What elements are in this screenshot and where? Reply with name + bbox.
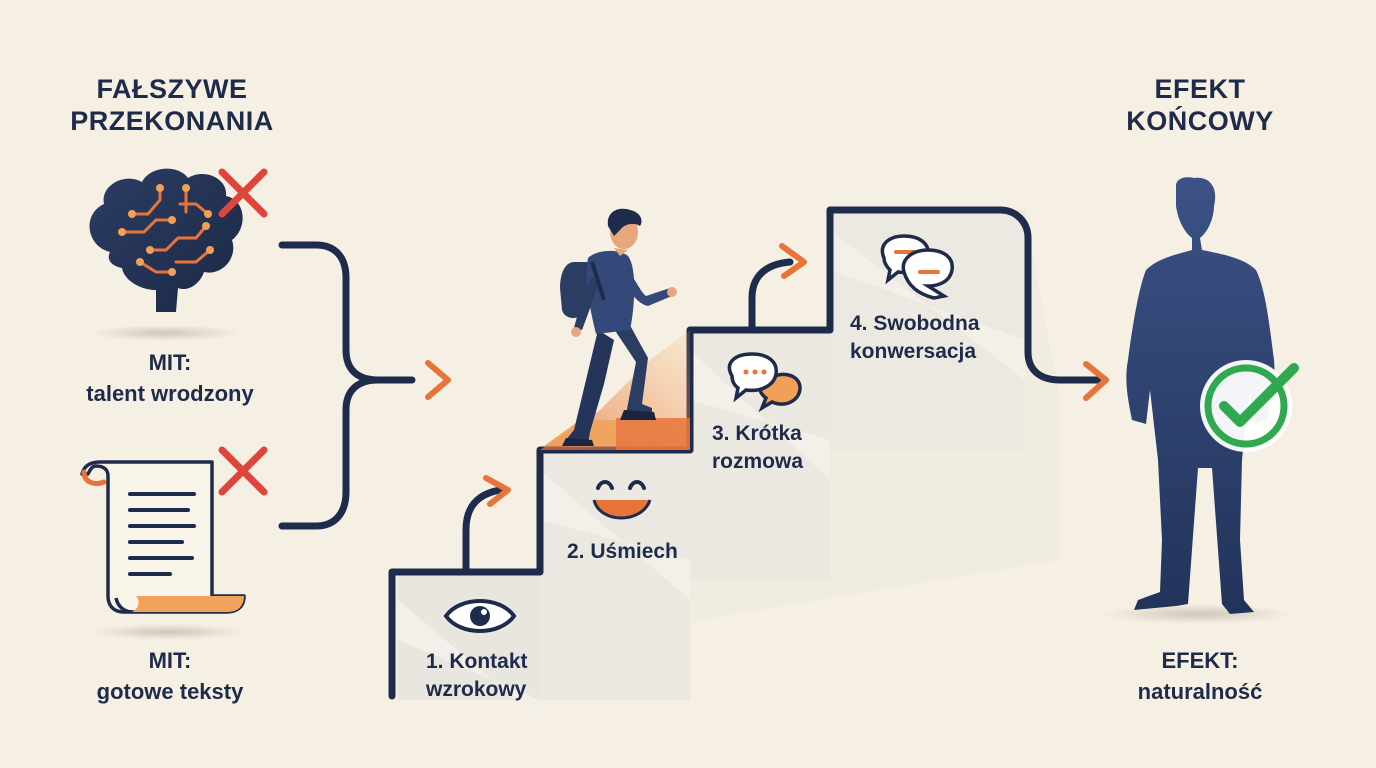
step-3-title: 3. Krótka (712, 422, 802, 445)
person-silhouette-icon (1102, 177, 1294, 624)
step-4-label: 4. Swobodna konwersacja (850, 310, 980, 367)
myth2-label: MIT: (148, 648, 192, 673)
left-heading-line2: PRZEKONANIA (70, 105, 274, 136)
step-4-title: 4. Swobodna (850, 312, 980, 335)
cross-icon (218, 168, 268, 218)
right-heading: EFEKT KOŃCOWY (1090, 74, 1310, 138)
result-label: EFEKT: (1161, 648, 1239, 673)
arrow-icon (425, 360, 451, 400)
step-arrow-1 (462, 475, 511, 574)
myth1-text: talent wrodzony (86, 380, 254, 406)
brain-icon (89, 168, 243, 341)
step-3-subtitle: rozmowa (712, 450, 804, 474)
staircase (388, 206, 1102, 720)
myth2-caption: MIT: gotowe teksty (50, 646, 290, 708)
right-heading-line2: KOŃCOWY (1126, 105, 1274, 136)
converging-bracket (278, 241, 416, 530)
step-4-subtitle: konwersacja (850, 340, 977, 364)
step-1-label: 1. Kontakt wzrokowy (426, 648, 528, 705)
cross-icon (218, 446, 268, 496)
left-heading: FAŁSZYWE PRZEKONANIA (52, 74, 292, 138)
smile-icon (592, 480, 652, 520)
check-icon (1200, 360, 1299, 452)
eye-icon (443, 599, 517, 633)
scroll-icon (80, 460, 246, 640)
arrow-icon (1083, 361, 1109, 401)
step-2-label: 2. Uśmiech (567, 538, 678, 566)
left-heading-line1: FAŁSZYWE (96, 74, 248, 104)
right-heading-line1: EFEKT (1154, 74, 1246, 104)
step-1-title: 1. Kontakt (426, 650, 528, 673)
result-caption: EFEKT: naturalność (1090, 646, 1310, 708)
myth2-text: gotowe teksty (96, 678, 244, 704)
conversation-icon (880, 234, 954, 300)
step-3-label: 3. Krótka rozmowa (712, 420, 803, 477)
chat-bubbles-icon (727, 352, 802, 413)
myth1-label: MIT: (148, 350, 192, 375)
step-arrow-3 (748, 243, 807, 334)
step-2-title: 2. Uśmiech (567, 540, 678, 563)
walking-person-icon (560, 208, 677, 446)
result-text: naturalność (1137, 678, 1263, 704)
step-1-subtitle: wzrokowy (426, 678, 527, 702)
myth1-caption: MIT: talent wrodzony (50, 348, 290, 410)
progress-ramp (540, 330, 690, 450)
